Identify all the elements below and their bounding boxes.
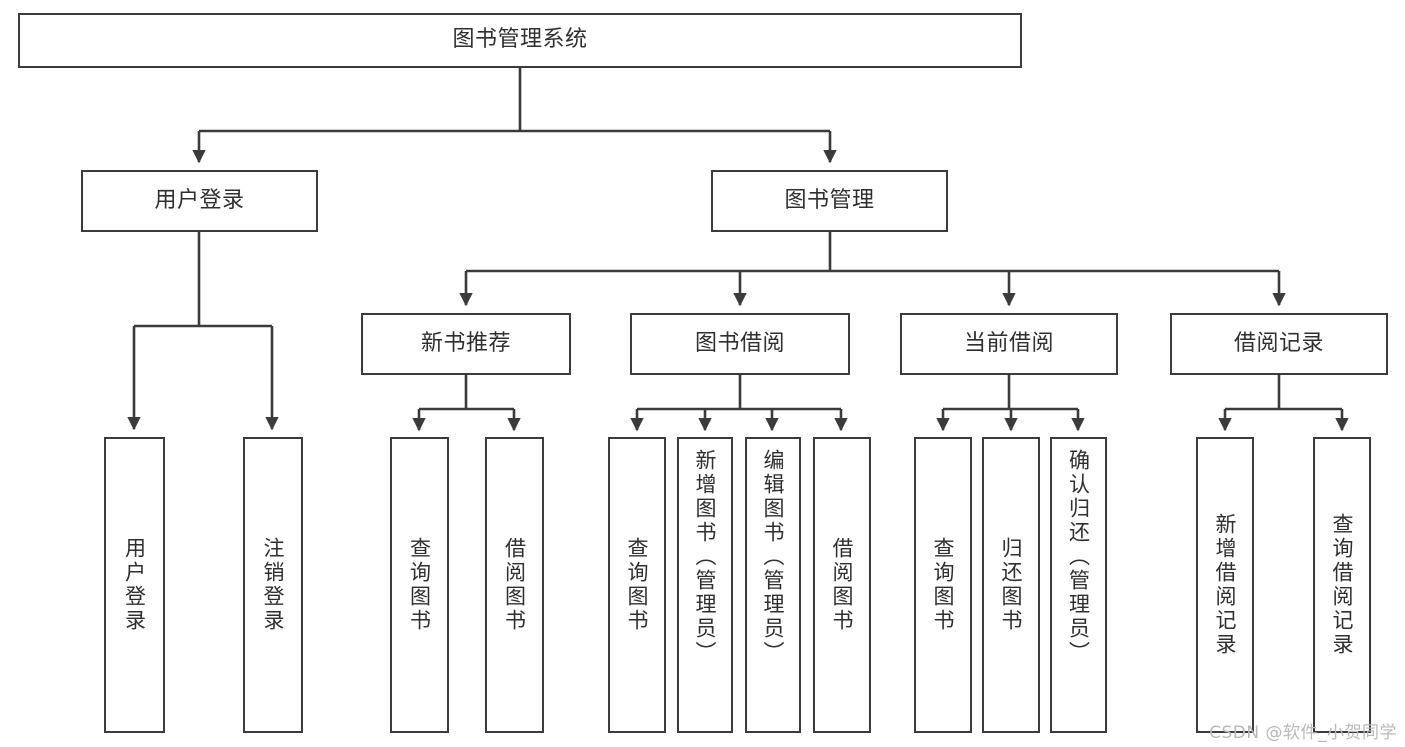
node-borrow-record[interactable]: 借阅记录 (1170, 313, 1388, 375)
node-leaf-confirm-return-label: 确认归还（管理员） (1066, 449, 1091, 665)
node-leaf-query-book-3[interactable]: 查询图书 (914, 437, 972, 733)
node-leaf-query-book-2-label: 查询图书 (625, 537, 650, 633)
node-leaf-edit-book[interactable]: 编辑图书（管理员） (745, 437, 801, 733)
node-book-management[interactable]: 图书管理 (711, 170, 948, 232)
node-leaf-query-book-1-label: 查询图书 (407, 537, 432, 633)
node-leaf-query-record-label: 查询借阅记录 (1330, 513, 1355, 657)
node-leaf-borrow-book-1[interactable]: 借阅图书 (485, 437, 544, 733)
node-leaf-user-login[interactable]: 用户登录 (104, 437, 165, 733)
node-book-borrow[interactable]: 图书借阅 (630, 313, 850, 375)
node-leaf-query-book-2[interactable]: 查询图书 (608, 437, 666, 733)
node-current-borrow[interactable]: 当前借阅 (900, 313, 1118, 375)
node-leaf-add-book[interactable]: 新增图书（管理员） (677, 437, 733, 733)
node-leaf-query-record[interactable]: 查询借阅记录 (1313, 437, 1371, 733)
node-new-book-recommend-label: 新书推荐 (420, 330, 511, 356)
node-root-label: 图书管理系统 (452, 27, 588, 53)
node-leaf-logout-label: 注销登录 (261, 537, 286, 633)
watermark-csdn: CSDN @软件_小贺同学 (1209, 723, 1397, 743)
node-leaf-query-book-1[interactable]: 查询图书 (390, 437, 449, 733)
node-leaf-borrow-book-2-label: 借阅图书 (830, 537, 855, 633)
node-root[interactable]: 图书管理系统 (18, 13, 1022, 68)
node-leaf-confirm-return[interactable]: 确认归还（管理员） (1050, 437, 1107, 733)
node-user-login-label: 用户登录 (154, 187, 245, 213)
node-borrow-record-label: 借阅记录 (1233, 330, 1324, 356)
node-book-borrow-label: 图书借阅 (694, 330, 785, 356)
node-leaf-borrow-book-2[interactable]: 借阅图书 (813, 437, 871, 733)
node-leaf-borrow-book-1-label: 借阅图书 (502, 537, 527, 633)
node-current-borrow-label: 当前借阅 (963, 330, 1054, 356)
node-leaf-return-book-label: 归还图书 (999, 537, 1024, 633)
node-leaf-query-book-3-label: 查询图书 (931, 537, 956, 633)
node-leaf-add-record-label: 新增借阅记录 (1213, 513, 1238, 657)
node-leaf-edit-book-label: 编辑图书（管理员） (761, 449, 786, 665)
node-leaf-add-record[interactable]: 新增借阅记录 (1196, 437, 1254, 733)
node-leaf-return-book[interactable]: 归还图书 (982, 437, 1040, 733)
node-leaf-user-login-label: 用户登录 (122, 537, 147, 633)
node-leaf-add-book-label: 新增图书（管理员） (693, 449, 718, 665)
node-user-login[interactable]: 用户登录 (81, 170, 318, 232)
node-leaf-logout[interactable]: 注销登录 (243, 437, 303, 733)
node-book-management-label: 图书管理 (784, 187, 875, 213)
node-new-book-recommend[interactable]: 新书推荐 (361, 313, 571, 375)
